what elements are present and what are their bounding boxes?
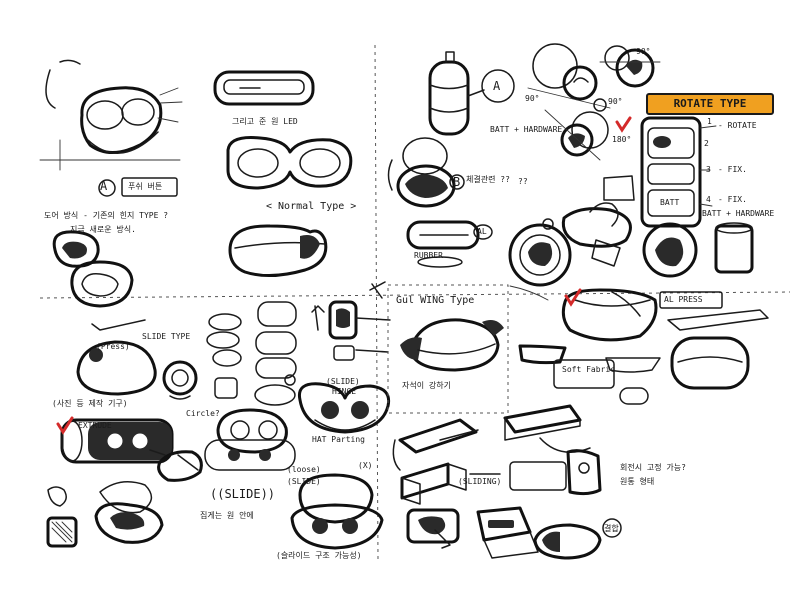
slide-small-label: (SLIDE) <box>287 477 321 486</box>
ring-case-centre <box>508 218 572 287</box>
barrel-case-right <box>311 300 391 361</box>
soft-fabric-label: Soft Fabric <box>562 365 615 374</box>
label-b: B <box>453 175 461 189</box>
loose-label: (loose) <box>287 465 321 474</box>
korean-note-led: 그리고 준 원 LED <box>232 117 298 126</box>
bottom-tray-open <box>406 506 539 559</box>
num-2: 2 <box>704 139 709 148</box>
normal-type-label: < Normal Type > <box>266 201 357 212</box>
gull-wing-case <box>387 284 509 414</box>
rounded-tray-top <box>213 70 315 106</box>
press-label: (Press) <box>96 342 130 351</box>
rotate-note: - ROTATE <box>718 121 757 130</box>
tag-cases <box>561 175 635 267</box>
korean-note-fastening: 체결관련 ?? <box>466 175 510 184</box>
small-capsule <box>157 450 203 482</box>
korean-note-push: 푸쉬 버튼 <box>128 182 163 191</box>
rubber-label: RUBBER <box>414 251 443 260</box>
num-4: 4 <box>706 195 711 204</box>
stacked-cylinder <box>428 51 515 136</box>
stacked-rings-column <box>206 301 297 406</box>
question-mark: ?? <box>518 177 528 186</box>
rotate-base <box>642 222 754 278</box>
soft-fabric-case <box>518 288 661 405</box>
angle-180: 180° <box>612 135 632 144</box>
pill-rubber-case <box>406 220 493 268</box>
push-button-box <box>39 139 181 197</box>
clamshell-box <box>503 404 602 496</box>
rotate-type-stack <box>640 116 717 228</box>
korean-note-join: 결합 <box>604 524 619 533</box>
curly-arrows <box>149 285 549 549</box>
twin-pod-open <box>204 408 296 471</box>
label-a-left: A <box>100 179 108 193</box>
round-case-open <box>387 137 465 208</box>
red-check-soft-fabric <box>564 288 582 307</box>
num-1: 1 <box>707 117 712 126</box>
al-press-label: AL PRESS <box>664 295 703 304</box>
fix-note-2: - FIX. <box>718 195 747 204</box>
angle-90-a: 90° <box>525 94 540 103</box>
korean-note-rotate-fix: 회전시 고정 가능? <box>620 463 686 472</box>
goggle-case <box>226 136 353 190</box>
batt-hardware-note-left: BATT + HARDWARE <box>490 125 563 134</box>
hat-parting-label: HAT Parting <box>312 435 365 444</box>
batt-hardware-note-right: BATT + HARDWARE <box>702 209 775 218</box>
pillow-case-normal <box>228 224 328 277</box>
red-check-rotate <box>615 116 632 133</box>
korean-note-mechanism: (사진 등 제작 기구) <box>52 399 128 408</box>
hinge-label: HINGE <box>332 387 357 396</box>
num-3: 3 <box>706 165 711 174</box>
bean-case-open <box>94 481 164 544</box>
label-a-right: A <box>493 79 501 93</box>
fix-note-1: - FIX. <box>718 165 747 174</box>
puck-slide-case <box>290 473 384 550</box>
al-press-case <box>659 291 769 390</box>
open-case-left <box>52 230 134 308</box>
slide-type-label: SLIDE TYPE <box>142 332 191 341</box>
pebble-case-top-left <box>45 59 183 154</box>
rotate-type-badge: ROTATE TYPE <box>646 93 774 115</box>
slide-big-label: ((SLIDE)) <box>210 487 276 501</box>
hatched-square <box>46 486 78 548</box>
circle-label: Circle? <box>186 409 220 418</box>
angle-90-b: 90° <box>608 97 623 106</box>
section-dividers <box>39 44 791 561</box>
rotate-type-label: ROTATE TYPE <box>673 97 747 110</box>
pill-roll-case <box>533 518 622 560</box>
korean-note-magnet: 자석이 강하기 <box>402 381 451 390</box>
extrude-label: EXTRUDE <box>78 421 112 430</box>
korean-note-door: 도어 방식 - 기존의 힌지 TYPE ? <box>44 211 169 220</box>
gull-wing-label: Gul WING Type <box>396 295 475 306</box>
sliding-label: (SLIDING) <box>458 477 502 486</box>
rotating-mechanism <box>527 43 661 161</box>
x-mark-label: (X) <box>358 461 373 470</box>
korean-note-clip: 집게는 원 안에 <box>200 511 254 520</box>
sliding-box <box>398 418 479 505</box>
slide-paren-label: (SLIDE) <box>326 377 360 386</box>
korean-note-slide-structure: (슬라이드 구조 가능성) <box>276 551 362 560</box>
slide-dome-case <box>76 319 198 400</box>
angle-90-c: 90° <box>636 47 651 56</box>
al-label: AL <box>477 227 487 236</box>
batt-label: BATT <box>660 198 680 207</box>
red-check-extrude <box>56 416 74 435</box>
korean-note-cylinder: 원통 형태 <box>620 477 655 486</box>
hinge-clover-case <box>297 382 391 434</box>
korean-note-new: 지금 새로운 방식. <box>70 225 136 234</box>
